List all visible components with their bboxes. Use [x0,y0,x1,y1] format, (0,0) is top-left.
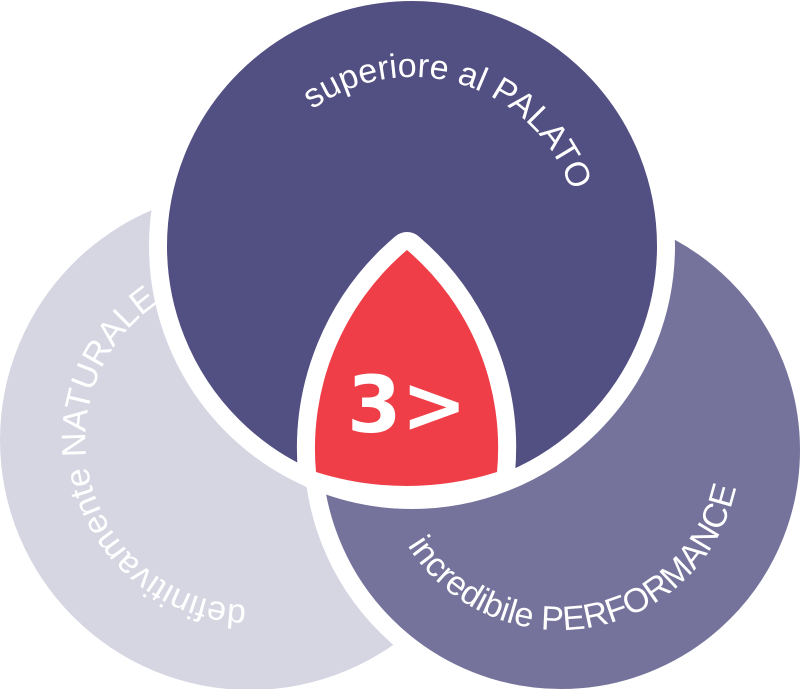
brand-logo: 3> [347,361,467,451]
center-shape [314,250,499,486]
